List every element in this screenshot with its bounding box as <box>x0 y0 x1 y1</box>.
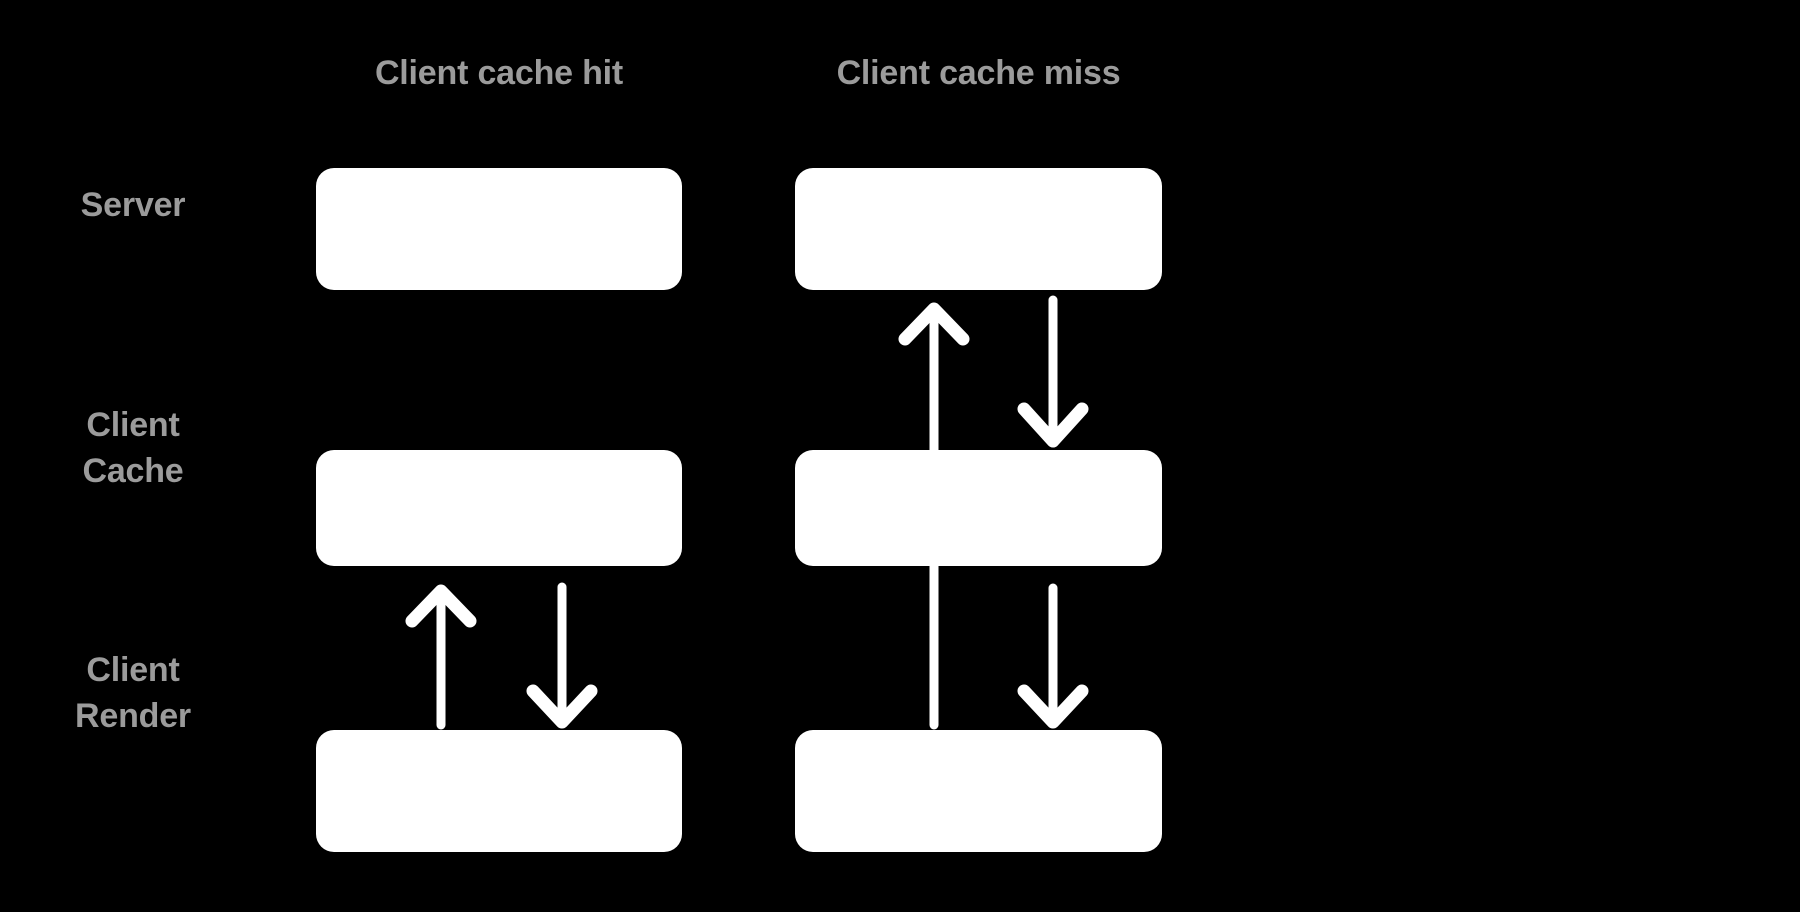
row-label-client-cache: Client Cache <box>8 403 258 494</box>
node-box-cache-miss-client-render[interactable] <box>795 730 1162 852</box>
column-header-cache-miss: Client cache miss <box>836 54 1121 92</box>
arrow-cache-miss-server-to-cache <box>1017 295 1089 448</box>
node-box-cache-hit-server[interactable] <box>316 168 682 290</box>
column-header-cache-hit: Client cache hit <box>374 54 624 92</box>
row-label-client-cache-line2: Cache <box>82 451 184 490</box>
arrow-cache-hit-cache-to-render <box>526 582 598 729</box>
node-box-cache-hit-client-cache[interactable] <box>316 450 682 566</box>
arrow-cache-miss-cache-to-render <box>1017 583 1089 729</box>
row-label-client-render-line1: Client <box>86 651 180 689</box>
node-box-cache-hit-client-render[interactable] <box>316 730 682 852</box>
row-label-client-render: Client Render <box>8 648 258 739</box>
row-label-client-cache-line1: Client <box>86 406 180 444</box>
row-label-server: Server <box>80 186 186 224</box>
node-box-cache-miss-client-cache[interactable] <box>795 450 1162 566</box>
node-box-cache-miss-server[interactable] <box>795 168 1162 290</box>
row-label-client-render-line2: Render <box>75 696 191 735</box>
arrow-cache-hit-render-to-cache <box>405 584 477 730</box>
